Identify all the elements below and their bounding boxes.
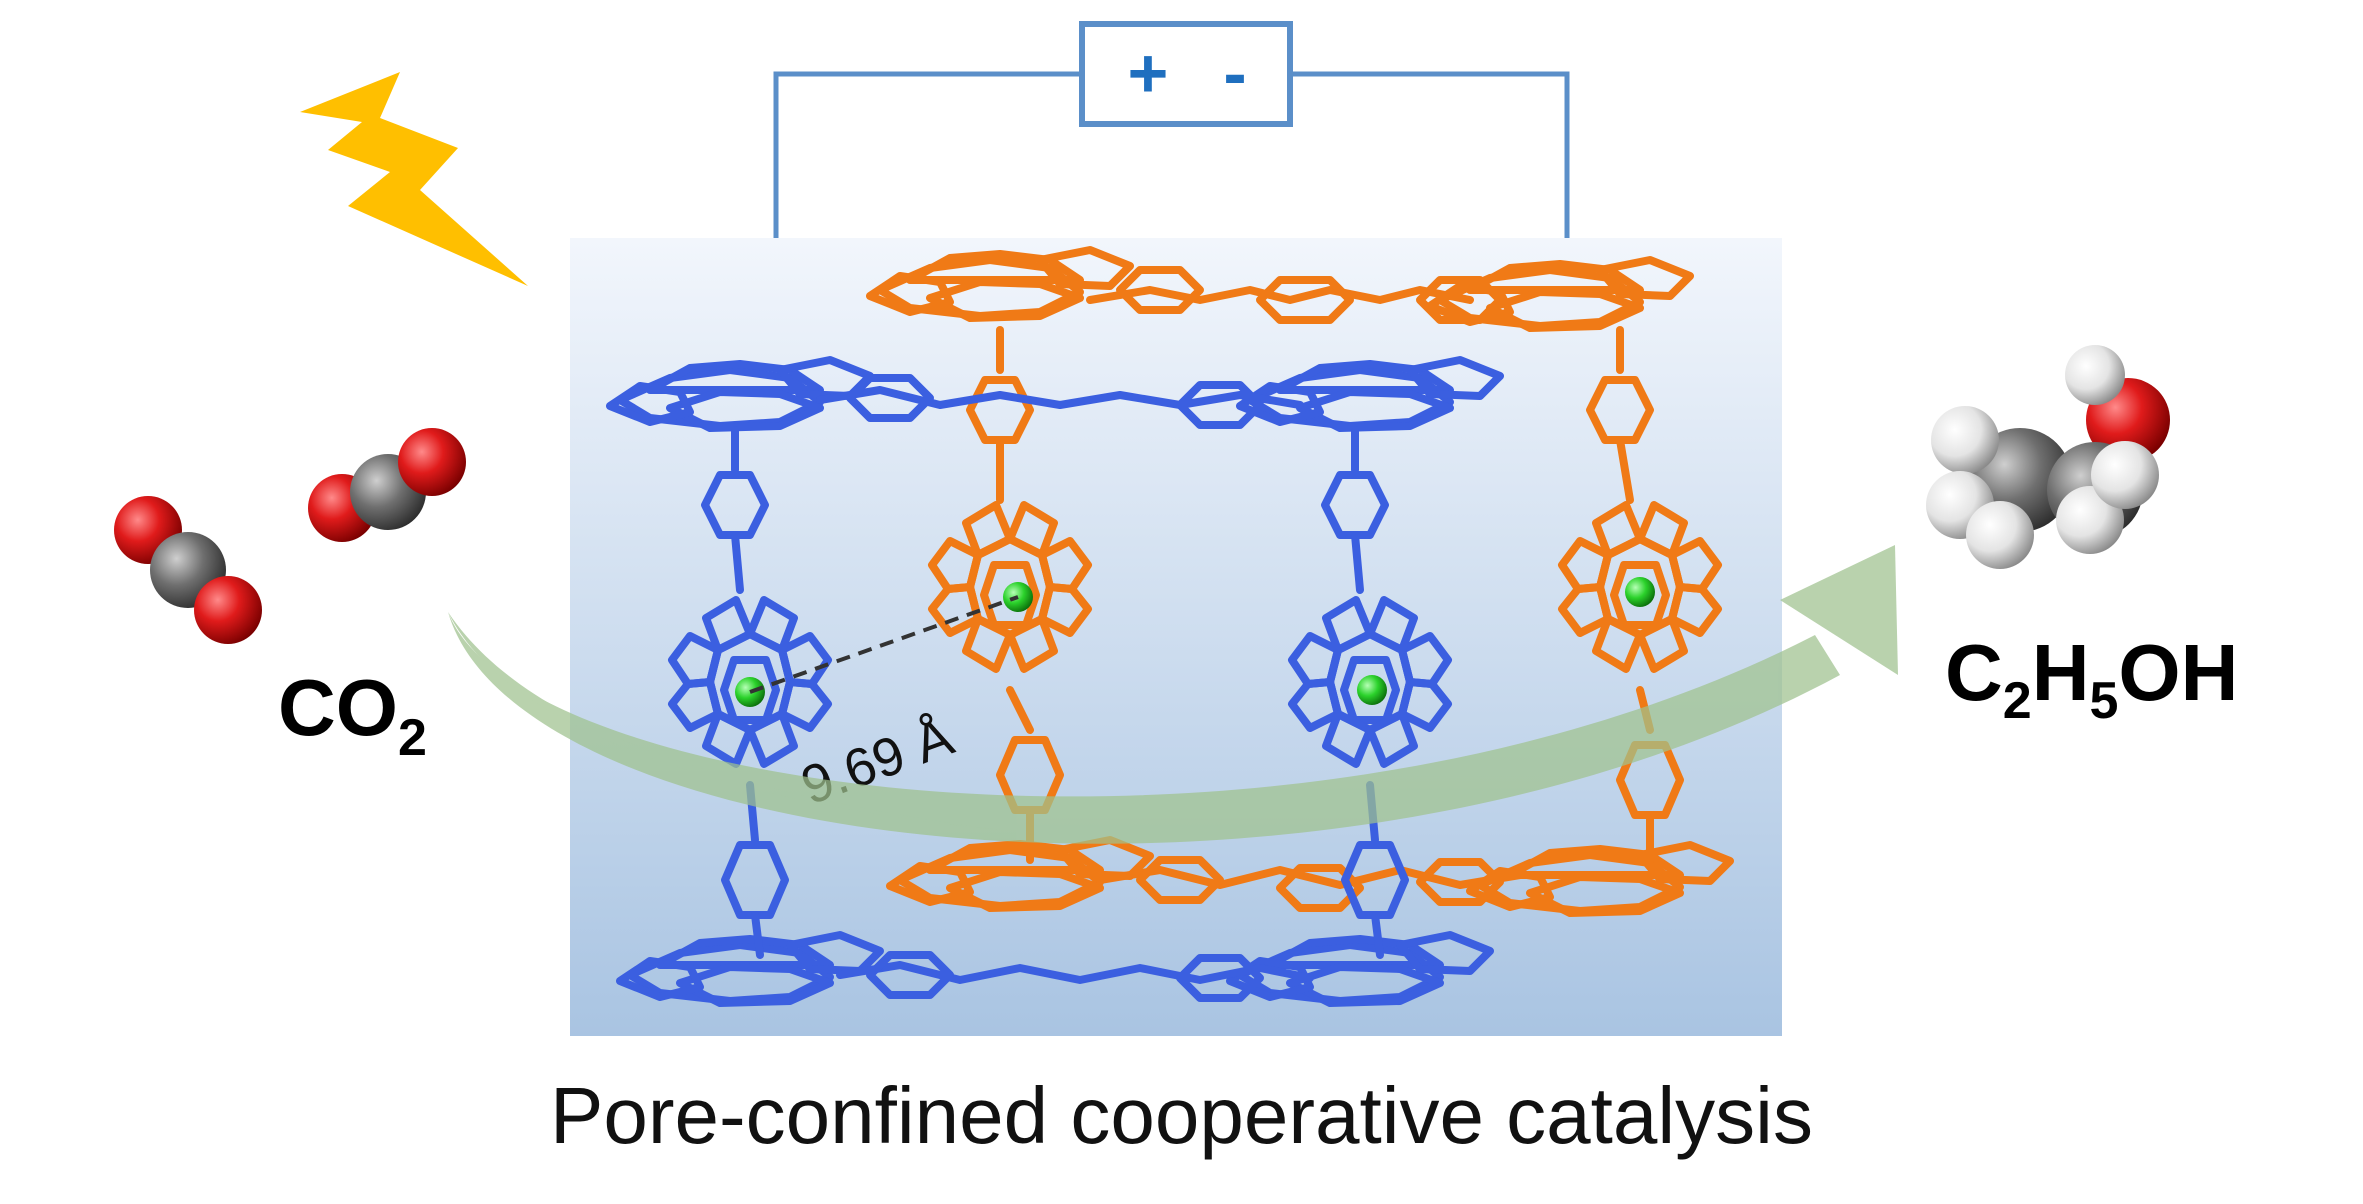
reactant-label: CO2 — [278, 663, 427, 767]
co2-main: CO — [278, 663, 398, 752]
distance-line — [749, 595, 1019, 694]
ethanol-molecule-icon — [1926, 345, 2170, 569]
product-oh: OH — [2118, 628, 2238, 717]
reaction-arrow-icon — [448, 545, 1898, 844]
battery-plus: + — [1128, 34, 1169, 112]
circuit-wire — [773, 71, 1570, 238]
lightning-icon — [300, 72, 528, 286]
battery: + - — [1079, 21, 1293, 127]
product-h: H — [2032, 628, 2090, 717]
co2-molecule-icon — [114, 496, 262, 644]
metal-center — [1357, 675, 1387, 705]
blue-framework — [610, 360, 1500, 1003]
product-c-subscript: 2 — [2003, 672, 2032, 730]
product-c: C — [1945, 628, 2003, 717]
caption: Pore-confined cooperative catalysis — [550, 1071, 1813, 1160]
product-h-subscript: 5 — [2089, 672, 2118, 730]
product-label: C2H5OH — [1945, 628, 2238, 730]
battery-minus: - — [1223, 34, 1246, 112]
co2-subscript: 2 — [398, 709, 427, 767]
metal-center — [1625, 577, 1655, 607]
co2-molecule-icon — [308, 428, 466, 542]
